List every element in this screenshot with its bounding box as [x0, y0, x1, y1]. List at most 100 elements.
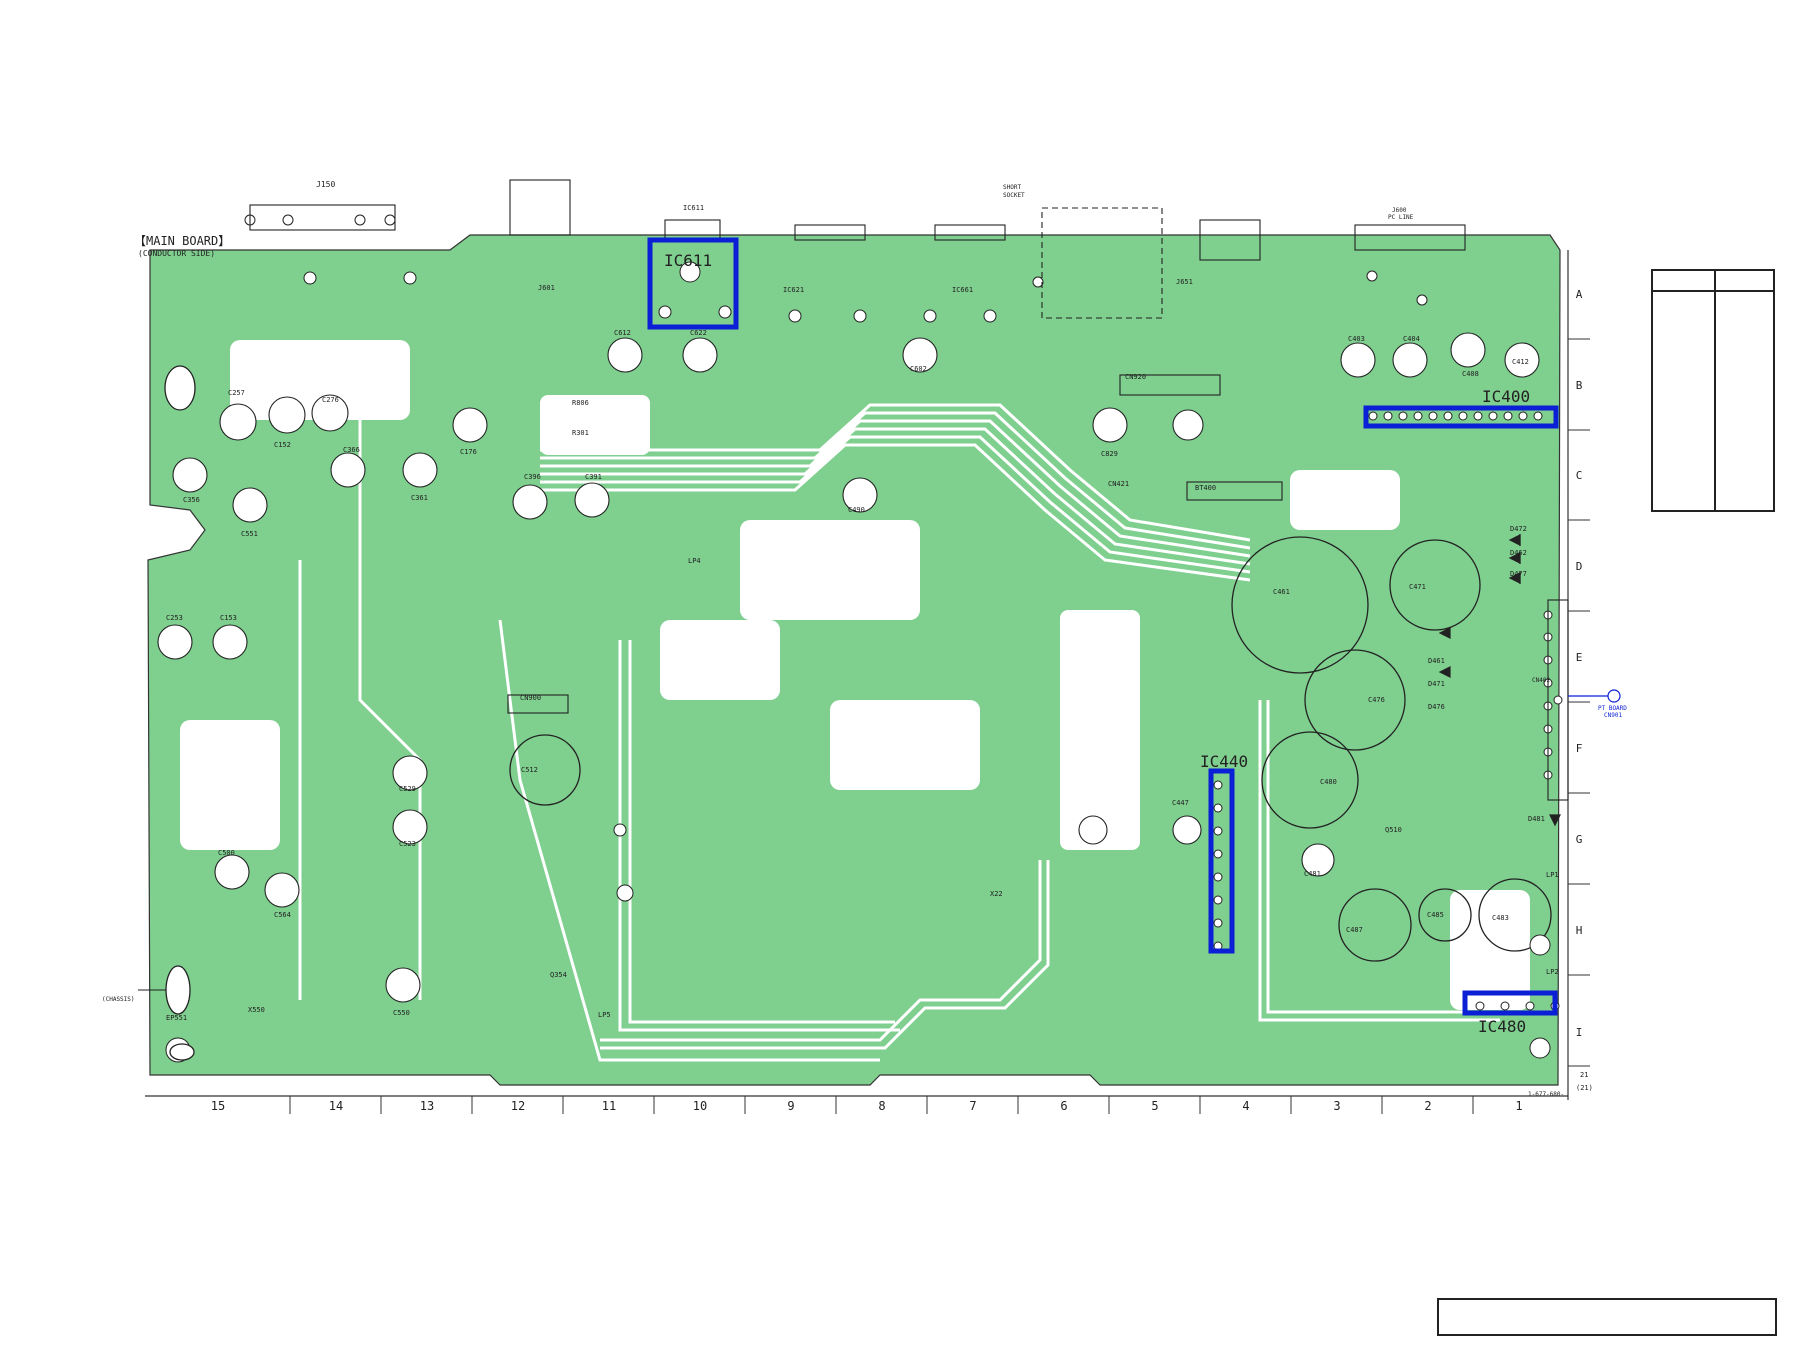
pt-board-label: PT BOARD	[1598, 705, 1627, 712]
part-number: 1-677-680-	[1528, 1091, 1564, 1098]
column-label-11: 11	[602, 1099, 616, 1113]
component-label: C602	[910, 365, 927, 373]
component-label: C483	[1492, 914, 1509, 922]
row-label-b: B	[1576, 379, 1583, 392]
component-label: C529	[399, 785, 416, 793]
component-label: C481	[1304, 870, 1321, 878]
component-label: Q354	[550, 971, 567, 979]
component-label: LP2	[1546, 968, 1559, 976]
column-label-7: 7	[969, 1099, 976, 1113]
row-label-e: E	[1576, 651, 1583, 664]
revision-2: (21)	[1576, 1084, 1593, 1092]
ic661-label: IC661	[952, 286, 973, 294]
board-copper	[147, 234, 1561, 1086]
ic611-label: IC611	[664, 251, 712, 270]
ic621-label: IC621	[783, 286, 804, 294]
column-label-5: 5	[1151, 1099, 1158, 1113]
component-label: C461	[1273, 588, 1290, 596]
ic440-highlight	[1208, 768, 1235, 954]
component-label: X22	[990, 890, 1003, 898]
j150-label: J150	[316, 180, 335, 189]
component-label: C404	[1403, 335, 1420, 343]
component-label: Q510	[1385, 826, 1402, 834]
component-label: C612	[614, 329, 631, 337]
column-label-10: 10	[693, 1099, 707, 1113]
component-label: R806	[572, 399, 589, 407]
ep551-label: EP551	[166, 1014, 187, 1022]
diodes	[1438, 534, 1561, 827]
component-label: C485	[1427, 911, 1444, 919]
component-label: C500	[218, 849, 235, 857]
component-label: C490	[848, 506, 865, 514]
caption-box	[1437, 1298, 1777, 1336]
ic400-label: IC400	[1482, 387, 1530, 406]
column-label-9: 9	[787, 1099, 794, 1113]
component-label: D462	[1510, 549, 1527, 557]
side-table-header-line	[1653, 290, 1773, 292]
component-label: C829	[1101, 450, 1118, 458]
column-label-13: 13	[420, 1099, 434, 1113]
component-label: C361	[411, 494, 428, 502]
large-capacitors	[509, 536, 1552, 962]
component-label: LP5	[598, 1011, 611, 1019]
component-label: C276	[322, 396, 339, 404]
component-label: LP4	[688, 557, 701, 565]
component-label: C366	[343, 446, 360, 454]
component-label: D481	[1528, 815, 1545, 823]
row-label-d: D	[1576, 560, 1583, 573]
component-label: C396	[524, 473, 541, 481]
ic440-label: IC440	[1200, 752, 1248, 771]
component-label: C476	[1368, 696, 1385, 704]
column-label-2: 2	[1424, 1099, 1431, 1113]
ic480-highlight	[1462, 990, 1558, 1016]
column-label-6: 6	[1060, 1099, 1067, 1113]
short-socket-label-1: SHORT	[1003, 184, 1021, 191]
component-label: C391	[585, 473, 602, 481]
column-label-8: 8	[878, 1099, 885, 1113]
component-label: C403	[1348, 335, 1365, 343]
pt-board-cn-label: CN901	[1604, 712, 1622, 719]
bt400-label: BT400	[1195, 484, 1216, 492]
column-label-4: 4	[1242, 1099, 1249, 1113]
small-capacitors	[157, 332, 1540, 1003]
side-table-divider	[1714, 271, 1716, 510]
column-label-3: 3	[1333, 1099, 1340, 1113]
column-ticks	[289, 1096, 1474, 1114]
component-label: C447	[1172, 799, 1189, 807]
column-label-1: 1	[1515, 1099, 1522, 1113]
side-table	[1651, 269, 1775, 512]
row-label-f: F	[1576, 742, 1583, 755]
j601-label: J601	[538, 284, 555, 292]
component-label: D471	[1428, 680, 1445, 688]
component-label: C408	[1462, 370, 1479, 378]
component-label: C523	[399, 840, 416, 848]
component-label: C480	[1320, 778, 1337, 786]
component-label: C622	[690, 329, 707, 337]
component-label: D461	[1428, 657, 1445, 665]
cn900-label: CN900	[520, 694, 541, 702]
component-label: C551	[241, 530, 258, 538]
j600-label: J600	[1392, 207, 1407, 214]
short-socket-label-2: SOCKET	[1003, 192, 1025, 199]
component-label: C153	[220, 614, 237, 622]
column-label-14: 14	[329, 1099, 343, 1113]
top-connectors	[249, 179, 1569, 801]
ic400-highlight	[1363, 405, 1559, 429]
j651-label: J651	[1176, 278, 1193, 286]
component-label: X550	[248, 1006, 265, 1014]
component-label: LP1	[1546, 871, 1559, 879]
cn421-label: CN421	[1108, 480, 1129, 488]
ic611-highlight	[647, 237, 739, 330]
row-label-c: C	[1576, 469, 1583, 482]
component-label: C487	[1346, 926, 1363, 934]
trace-bus	[298, 400, 1500, 1062]
mounting-holes	[164, 365, 196, 1061]
board-subtitle: (CONDUCTOR SIDE)	[138, 249, 215, 258]
copper-cutouts	[180, 340, 1530, 1010]
row-label-i: I	[1576, 1026, 1583, 1039]
ic611-top-label: IC611	[683, 204, 704, 212]
column-label-15: 15	[211, 1099, 225, 1113]
component-label: C471	[1409, 583, 1426, 591]
row-label-a: A	[1576, 288, 1583, 301]
